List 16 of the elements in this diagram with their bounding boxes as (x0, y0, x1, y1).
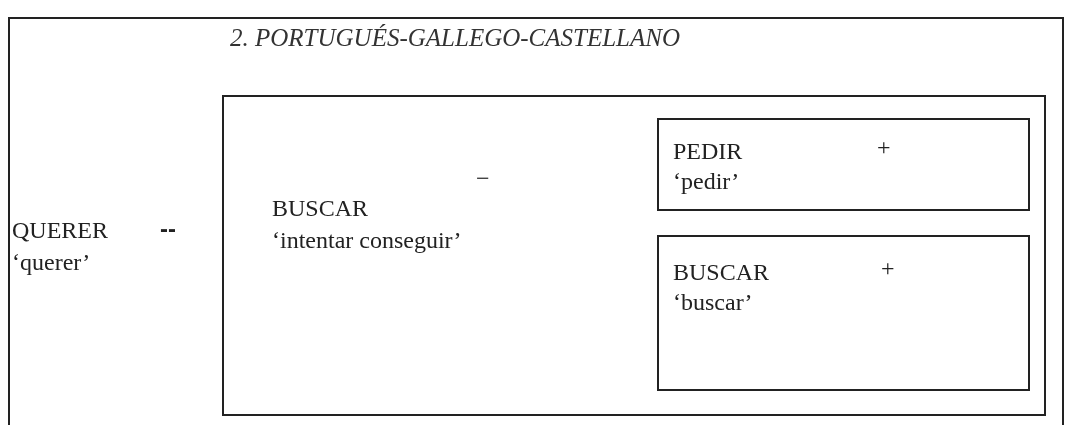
concept-box (657, 118, 1030, 211)
polarity-sign: − (476, 165, 490, 192)
polarity-sign: -- (160, 216, 176, 243)
concept-box (657, 235, 1030, 391)
gloss-label: ‘querer’ (12, 249, 91, 276)
gloss-label: ‘intentar conseguir’ (272, 227, 462, 254)
term-label: PEDIR (673, 138, 743, 165)
gloss-label: ‘buscar’ (673, 289, 753, 316)
gloss-label: ‘pedir’ (673, 168, 740, 195)
diagram-title: 2. PORTUGUÉS-GALLEGO-CASTELLANO (230, 24, 681, 52)
term-label: BUSCAR (272, 195, 369, 222)
polarity-sign: + (881, 255, 895, 282)
polarity-sign: + (877, 134, 891, 161)
term-label: QUERER (12, 217, 108, 244)
term-label: BUSCAR (673, 259, 770, 286)
concept-box (222, 95, 1046, 416)
